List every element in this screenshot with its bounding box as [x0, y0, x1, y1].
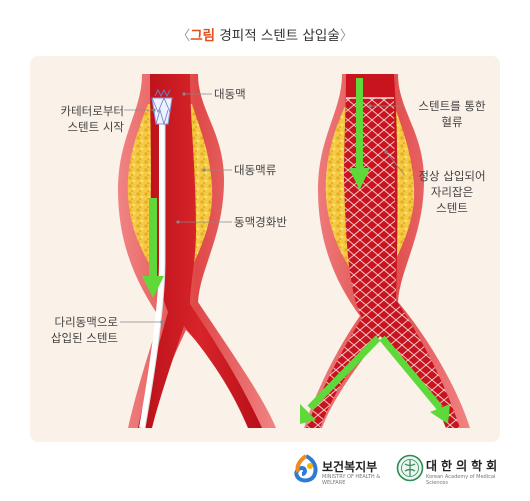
right-stent-mesh	[306, 98, 460, 428]
kams-name: 대한의학회	[426, 459, 502, 473]
label-placed-stent: 정상 삽입되어 자리잡은 스텐트	[404, 168, 500, 216]
ministry-name: 보건복지부	[322, 460, 378, 474]
label-placed-line2: 자리잡은	[430, 185, 474, 199]
title-prefix: 그림	[190, 28, 216, 44]
right-flow-arrow-main	[349, 78, 370, 190]
label-blood-flow-line1: 스텐트를 통한	[418, 99, 486, 113]
left-stent-tip	[151, 88, 173, 126]
left-flow-arrow	[142, 198, 164, 298]
label-iliac-line2: 삽입된 스텐트	[50, 331, 118, 345]
label-blood-flow-line2: 혈류	[441, 115, 463, 129]
title-bracket-open: 〈	[176, 28, 191, 44]
label-blood-flow: 스텐트를 통한 혈류	[404, 98, 500, 130]
right-flow-arrow-right	[379, 335, 450, 424]
title-text: 경피적 스텐트 삽입술	[219, 28, 340, 44]
right-flow-arrow-left	[300, 335, 381, 424]
left-catheter	[139, 100, 165, 429]
label-placed-line3: 스텐트	[436, 201, 468, 215]
figure-title: 〈그림 경피적 스텐트 삽입술〉	[0, 24, 530, 44]
label-iliac-line1: 다리동맥으로	[54, 315, 118, 329]
left-vessel	[118, 74, 276, 429]
kams-sub: Korean Academy of Medical Sciences	[426, 474, 496, 486]
ministry-sub: MINISTRY OF HEALTH & WELFARE	[322, 474, 381, 486]
leader-lines	[120, 93, 405, 323]
kams-logo: 대한의학회 Korean Academy of Medical Sciences	[396, 450, 514, 490]
label-catheter-start: 카테터로부터 스텐트 시작	[32, 103, 124, 135]
label-placed-line1: 정상 삽입되어	[418, 169, 486, 183]
label-catheter-start-line2: 스텐트 시작	[67, 120, 124, 134]
label-atherosclerosis: 동맥경화반	[234, 215, 287, 229]
ministry-emblem-icon	[294, 454, 318, 483]
label-aneurysm: 대동맥류	[234, 163, 277, 177]
title-bracket-close: 〉	[339, 28, 354, 44]
label-catheter-start-line1: 카테터로부터	[60, 104, 124, 118]
ministry-logo: 보건복지부 MINISTRY OF HEALTH & WELFARE	[292, 450, 392, 490]
label-aorta: 대동맥	[214, 87, 246, 101]
label-iliac-stent: 다리동맥으로 삽입된 스텐트	[28, 314, 118, 346]
left-blood-lumen	[138, 74, 262, 428]
right-vessel	[300, 74, 470, 428]
kams-seal-icon	[396, 454, 424, 482]
